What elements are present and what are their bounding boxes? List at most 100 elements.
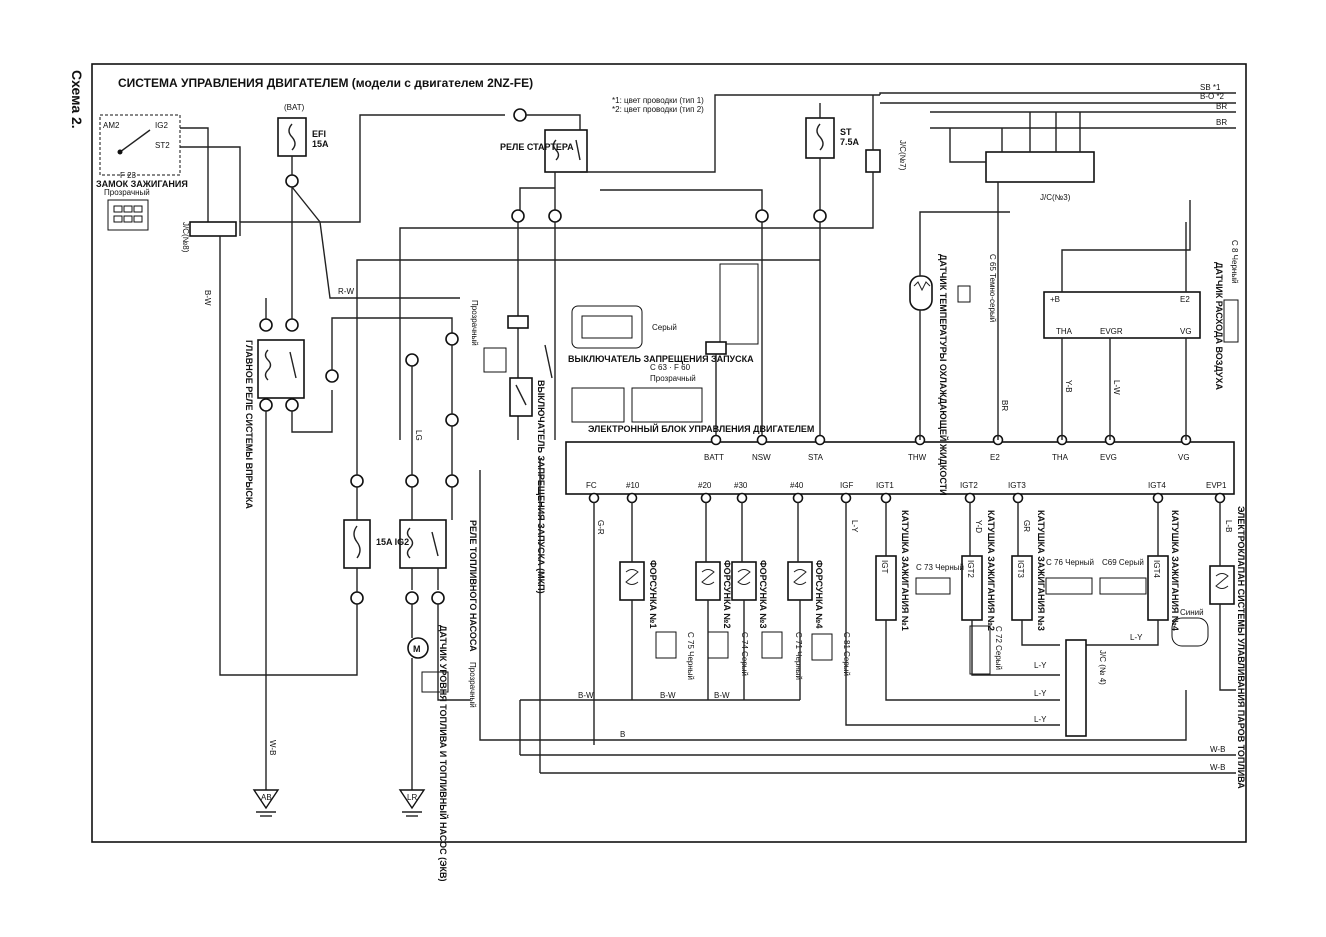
bottom-wire-bus: W-B W-B (519, 458, 1236, 774)
maf-sensor: +B E2 THA EVGR VG ДАТЧИК РАСХОДА ВОЗДУХА… (1043, 240, 1239, 390)
svg-text:ЭЛЕКТРОКЛАПАН СИСТЕМЫ УЛАВЛИВА: ЭЛЕКТРОКЛАПАН СИСТЕМЫ УЛАВЛИВАНИЯ ПАРОВ … (1236, 506, 1246, 789)
ecu-block: BATT NSW STA THW E2 THA EVG VG FC #10 #2… (565, 434, 1235, 504)
svg-text:IGT3: IGT3 (1016, 560, 1025, 578)
svg-text:15A IG2: 15A IG2 (376, 537, 409, 547)
ground-lr: LR (398, 789, 426, 817)
svg-text:C 63 · F 60: C 63 · F 60 (650, 363, 691, 372)
svg-text:ДАТЧИК ТЕМПЕРАТУРЫ ОХЛАЖДАЮЩЕЙ: ДАТЧИК ТЕМПЕРАТУРЫ ОХЛАЖДАЮЩЕЙ ЖИДКОСТИ (938, 254, 949, 496)
connector-row-top (511, 209, 827, 223)
svg-text:#40: #40 (790, 481, 804, 490)
ground-ab: AB (252, 789, 280, 817)
svg-text:J/C(№7): J/C(№7) (898, 140, 907, 171)
svg-text:IGT2: IGT2 (966, 560, 975, 578)
svg-text:ST: ST (840, 127, 852, 137)
svg-text:C 73 Черный: C 73 Черный (916, 563, 964, 572)
svg-text:SB *1: SB *1 (1200, 83, 1221, 92)
svg-text:L-Y: L-Y (1034, 661, 1047, 670)
wire-color-labels: B-W W-B R-W G-R L-Y Y-D GR BR Y-B L-W L-… (203, 287, 1233, 755)
ecu-label: ЭЛЕКТРОННЫЙ БЛОК УПРАВЛЕНИЯ ДВИГАТЕЛЕМ (588, 423, 814, 434)
svg-text:W-B: W-B (1210, 745, 1225, 754)
svg-text:Прозрачный: Прозрачный (468, 662, 477, 708)
svg-text:FC: FC (586, 481, 597, 490)
svg-text:THA: THA (1056, 327, 1073, 336)
svg-text:VG: VG (1178, 453, 1190, 462)
injectors: ФОРСУНКА №1 ФОРСУНКА №2 ФОРСУНКА №3 ФОРС… (619, 560, 851, 680)
fuel-gauge-pump: M ДАТЧИК УРОВНЯ ТОПЛИВА И ТОПЛИВНЫЙ НАСО… (407, 625, 477, 882)
diagram-title: СИСТЕМА УПРАВЛЕНИЯ ДВИГАТЕЛЕМ (модели с … (118, 76, 533, 90)
svg-text:B-W: B-W (714, 691, 730, 700)
svg-text:G-R: G-R (596, 520, 605, 535)
st-fuse: ST 7.5A (805, 117, 860, 159)
svg-text:J/C(№8): J/C(№8) (181, 222, 190, 253)
svg-text:E2: E2 (990, 453, 1000, 462)
svg-text:B-W: B-W (660, 691, 676, 700)
svg-text:ГЛАВНОЕ РЕЛЕ СИСТЕМЫ ВПРЫСКА: ГЛАВНОЕ РЕЛЕ СИСТЕМЫ ВПРЫСКА (244, 340, 254, 509)
junction-jc4: J/C (№ 4) (1065, 639, 1107, 737)
svg-text:C 76 Черный: C 76 Черный (1046, 558, 1094, 567)
svg-text:THW: THW (908, 453, 927, 462)
svg-text:Серый: Серый (652, 323, 677, 332)
efi-fuse: (BAT) EFI 15A (277, 103, 329, 157)
svg-text:L-Y: L-Y (1034, 689, 1047, 698)
svg-text:(BAT): (BAT) (284, 103, 305, 112)
svg-text:+B: +B (1050, 295, 1060, 304)
svg-text:L-Y: L-Y (850, 520, 859, 533)
svg-text:Y-B: Y-B (1064, 380, 1073, 393)
svg-text:IGT: IGT (880, 560, 889, 573)
svg-text:Прозрачный: Прозрачный (470, 300, 479, 346)
svg-text:КАТУШКА ЗАЖИГАНИЯ №1: КАТУШКА ЗАЖИГАНИЯ №1 (900, 510, 910, 631)
top-wire-bus: SB *1 B-O *2 BR BR (879, 83, 1236, 129)
svg-text:W-B: W-B (268, 740, 277, 755)
svg-text:Y-D: Y-D (974, 520, 983, 533)
svg-text:BATT: BATT (704, 453, 724, 462)
diagram-border (91, 63, 1247, 843)
junction-jc8: J/C(№8) (181, 221, 237, 253)
svg-text:ФОРСУНКА №3: ФОРСУНКА №3 (758, 560, 768, 628)
svg-text:BR: BR (1216, 102, 1227, 111)
svg-text:GR: GR (1022, 520, 1031, 532)
svg-text:ВЫКЛЮЧАТЕЛЬ ЗАПРЕЩЕНИЯ ЗАПУСКА: ВЫКЛЮЧАТЕЛЬ ЗАПРЕЩЕНИЯ ЗАПУСКА (МКП) (536, 380, 546, 594)
svg-text:КАТУШКА ЗАЖИГАНИЯ №4: КАТУШКА ЗАЖИГАНИЯ №4 (1170, 510, 1180, 631)
svg-text:15A: 15A (312, 139, 329, 149)
svg-text:VG: VG (1180, 327, 1192, 336)
svg-text:J/C (№ 4): J/C (№ 4) (1098, 650, 1107, 685)
svg-text:#10: #10 (626, 481, 640, 490)
svg-text:AB: AB (261, 793, 272, 802)
svg-text:ДАТЧИК УРОВНЯ ТОПЛИВА И ТОПЛИВ: ДАТЧИК УРОВНЯ ТОПЛИВА И ТОПЛИВНЫЙ НАСОС … (438, 625, 449, 882)
svg-text:IG2: IG2 (155, 121, 168, 130)
note-type-2: *2: цвет проводки (тип 2) (612, 105, 704, 114)
svg-text:BR: BR (1216, 118, 1227, 127)
svg-text:ФОРСУНКА №4: ФОРСУНКА №4 (814, 560, 824, 628)
svg-text:STA: STA (808, 453, 824, 462)
svg-text:ФОРСУНКА №2: ФОРСУНКА №2 (722, 560, 732, 628)
svg-text:EFI: EFI (312, 129, 326, 139)
starter-relay: РЕЛЕ СТАРТЕРА (500, 108, 588, 173)
svg-text:BR: BR (1000, 400, 1009, 411)
svg-text:РЕЛЕ СТАРТЕРА: РЕЛЕ СТАРТЕРА (500, 142, 574, 152)
svg-text:EVP1: EVP1 (1206, 481, 1227, 490)
svg-text:IGF: IGF (840, 481, 853, 490)
svg-text:C69 Серый: C69 Серый (1102, 558, 1144, 567)
svg-text:EVG: EVG (1100, 453, 1117, 462)
svg-text:Синий: Синий (1180, 608, 1204, 617)
svg-text:L-B: L-B (1224, 520, 1233, 532)
svg-text:#20: #20 (698, 481, 712, 490)
svg-text:C 71 Черный: C 71 Черный (794, 632, 803, 680)
svg-text:КАТУШКА ЗАЖИГАНИЯ №2: КАТУШКА ЗАЖИГАНИЯ №2 (986, 510, 996, 631)
svg-text:F 23: F 23 (120, 171, 137, 180)
svg-text:C 75 Черный: C 75 Черный (686, 632, 695, 680)
svg-text:L-W: L-W (1112, 380, 1121, 395)
svg-text:B-W: B-W (578, 691, 594, 700)
svg-text:J/C(№3): J/C(№3) (1040, 193, 1071, 202)
ignition-switch-label: ЗАМОК ЗАЖИГАНИЯ (96, 179, 188, 189)
junction-jc3: J/C(№3) (985, 151, 1095, 202)
junction-jc7: J/C(№7) (865, 140, 907, 173)
svg-text:LR: LR (407, 793, 417, 802)
svg-text:LG: LG (414, 430, 423, 441)
svg-text:R-W: R-W (338, 287, 354, 296)
ignition-switch: AM2 IG2 ST2 F 23 ЗАМОК ЗАЖИГАНИЯ Прозрач… (96, 114, 188, 231)
svg-text:NSW: NSW (752, 453, 771, 462)
svg-text:E2: E2 (1180, 295, 1190, 304)
evap-vsv: ЭЛЕКТРОКЛАПАН СИСТЕМЫ УЛАВЛИВАНИЯ ПАРОВ … (1171, 506, 1246, 789)
